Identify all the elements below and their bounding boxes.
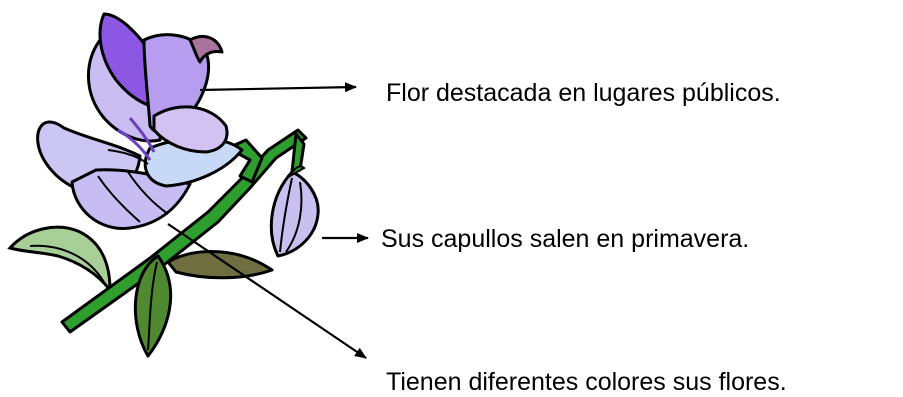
leaf-light [7, 225, 112, 295]
petal-tip [188, 35, 224, 64]
petal-right [152, 105, 229, 154]
flower-bud [269, 170, 320, 258]
arrow-right-icon [199, 82, 357, 93]
leaf-dark [133, 254, 173, 358]
arrow-down-right-icon [167, 223, 367, 359]
leaf-olive [166, 250, 274, 280]
annotation-flower-colors: Tienen diferentes colores sus flores. [386, 368, 787, 396]
annotation-spring-buds: Sus capullos salen en primavera. [381, 225, 750, 253]
annotation-public-places: Flor destacada en lugares públicos. [386, 79, 781, 107]
